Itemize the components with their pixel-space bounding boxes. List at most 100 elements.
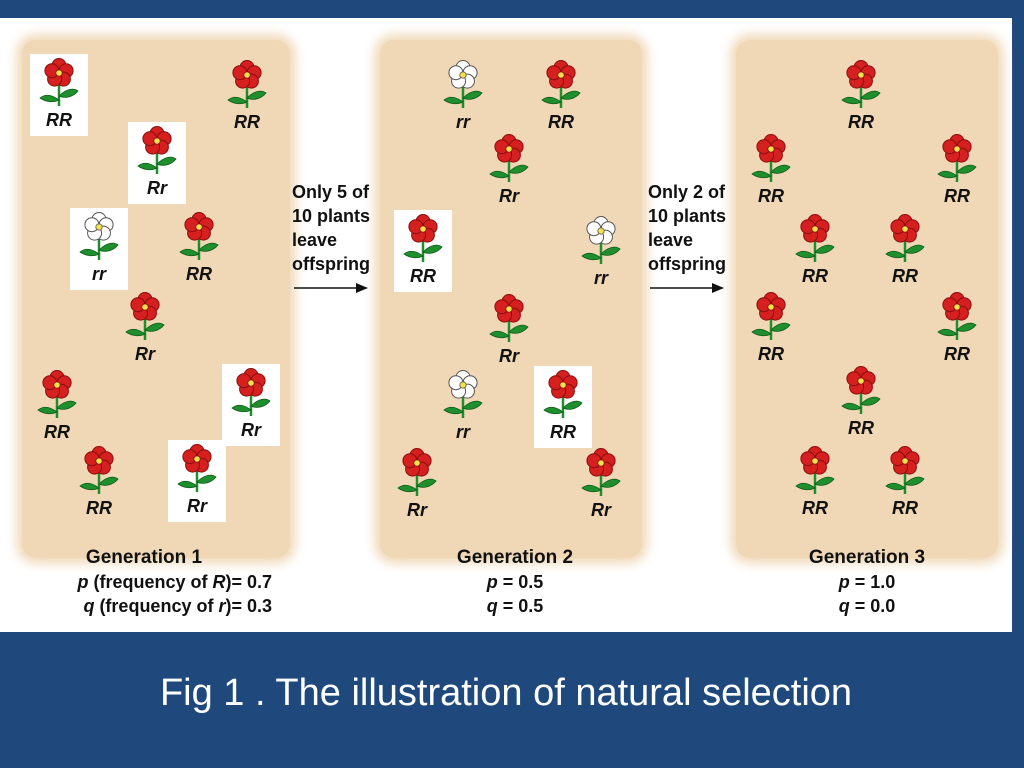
plant: RR <box>930 292 984 364</box>
p-value: = 0.5 <box>497 572 544 592</box>
selection-arrow-2: Only 2 of 10 plants leave offspring <box>648 180 726 294</box>
flower-icon <box>130 126 184 178</box>
generation-2-panel: rr RR Rr RR rr Rr <box>380 40 642 558</box>
genotype-label: RR <box>892 266 918 286</box>
p-frequency: p = 0.5 <box>420 570 610 594</box>
plant: RR <box>834 60 888 132</box>
p-symbol: p <box>486 572 498 592</box>
genotype-label: RR <box>802 266 828 286</box>
flower-icon <box>72 212 126 264</box>
plant: RR <box>744 134 798 206</box>
plant: RR <box>834 366 888 438</box>
genotype-label: RR <box>848 112 874 132</box>
q-allele: r <box>218 596 226 616</box>
flower-icon <box>172 212 226 264</box>
plant: rr <box>436 60 490 132</box>
plant: RR <box>878 446 932 518</box>
p-text: (frequency of <box>88 572 213 592</box>
plant: RR <box>534 60 588 132</box>
plant: rr <box>436 370 490 442</box>
genotype-label: RR <box>186 264 212 284</box>
arrow-text-line: 10 plants <box>292 206 371 226</box>
q-value: = 0.0 <box>849 596 896 616</box>
genotype-label: Rr <box>498 186 519 206</box>
flower-icon <box>32 58 86 110</box>
flower-icon <box>930 292 984 344</box>
genotype-label: RR <box>892 498 918 518</box>
plant: Rr <box>482 134 536 206</box>
genotype-label: RR <box>758 344 784 364</box>
flower-icon <box>834 366 888 418</box>
flower-icon <box>788 446 842 498</box>
plant: rr <box>70 208 128 290</box>
flower-icon <box>396 214 450 266</box>
p-symbol: p <box>77 572 89 592</box>
selection-arrow-1: Only 5 of 10 plants leave offspring <box>292 180 370 294</box>
genotype-label: RR <box>802 498 828 518</box>
arrow-text-line: Only 5 of <box>292 182 370 202</box>
generation-title: Generation 2 <box>456 547 574 568</box>
generation-3-panel: RR RR RR RR RR RR <box>736 40 998 558</box>
flower-icon <box>224 368 278 420</box>
genotype-label: RR <box>944 186 970 206</box>
genotype-label: Rr <box>134 344 155 364</box>
flower-icon <box>788 214 842 266</box>
genotype-label: RR <box>46 110 72 130</box>
genotype-label: Rr <box>146 178 167 198</box>
genotype-label: RR <box>86 498 112 518</box>
right-arrow-icon <box>650 283 724 293</box>
q-symbol: q <box>486 596 498 616</box>
plant: Rr <box>390 448 444 520</box>
genotype-label: RR <box>234 112 260 132</box>
q-frequency: q (frequency of r)= 0.3 <box>50 594 272 618</box>
flower-icon <box>390 448 444 500</box>
genotype-label: RR <box>848 418 874 438</box>
genotype-label: rr <box>455 422 470 442</box>
p-symbol: p <box>838 572 850 592</box>
q-symbol: q <box>838 596 850 616</box>
genotype-label: Rr <box>590 500 611 520</box>
generation-1-caption: Generation 1 p (frequency of R)= 0.7 q (… <box>50 546 272 618</box>
generation-1-panel: RR RR Rr rr RR Rr <box>22 40 290 558</box>
plant: RR <box>534 366 592 448</box>
flower-icon <box>482 294 536 346</box>
flower-icon <box>436 370 490 422</box>
plant: RR <box>744 292 798 364</box>
plant: RR <box>930 134 984 206</box>
flower-icon <box>30 370 84 422</box>
genotype-label: RR <box>758 186 784 206</box>
plant: RR <box>788 214 842 286</box>
arrow-text-line: leave <box>292 230 338 250</box>
p-frequency: p (frequency of R)= 0.7 <box>50 570 272 594</box>
flower-icon <box>170 444 224 496</box>
q-frequency: q = 0.0 <box>772 594 962 618</box>
genotype-label: rr <box>593 268 608 288</box>
flower-icon <box>534 60 588 112</box>
generation-2-caption: Generation 2 p = 0.5 q = 0.5 <box>420 546 610 618</box>
plant: RR <box>394 210 452 292</box>
p-frequency: p = 1.0 <box>772 570 962 594</box>
plant: RR <box>172 212 226 284</box>
arrow-text-line: 10 plants <box>648 206 727 226</box>
flower-icon <box>574 216 628 268</box>
arrow-text-line: Only 2 of <box>648 182 726 202</box>
genotype-label: RR <box>548 112 574 132</box>
flower-icon <box>536 370 590 422</box>
genotype-label: Rr <box>498 346 519 366</box>
arrow-text-line: offspring <box>648 254 726 274</box>
q-value: )= 0.3 <box>225 596 272 616</box>
p-value: )= 0.7 <box>225 572 272 592</box>
q-frequency: q = 0.5 <box>420 594 610 618</box>
genotype-label: Rr <box>240 420 261 440</box>
flower-icon <box>744 134 798 186</box>
genotype-label: RR <box>550 422 576 442</box>
generation-title: Generation 3 <box>808 547 926 568</box>
plant: Rr <box>222 364 280 446</box>
plant: rr <box>574 216 628 288</box>
p-allele: R <box>212 572 226 592</box>
plant: RR <box>788 446 842 518</box>
plant: Rr <box>574 448 628 520</box>
flower-icon <box>744 292 798 344</box>
plant: Rr <box>168 440 226 522</box>
generation-title: Generation 1 <box>85 547 203 568</box>
